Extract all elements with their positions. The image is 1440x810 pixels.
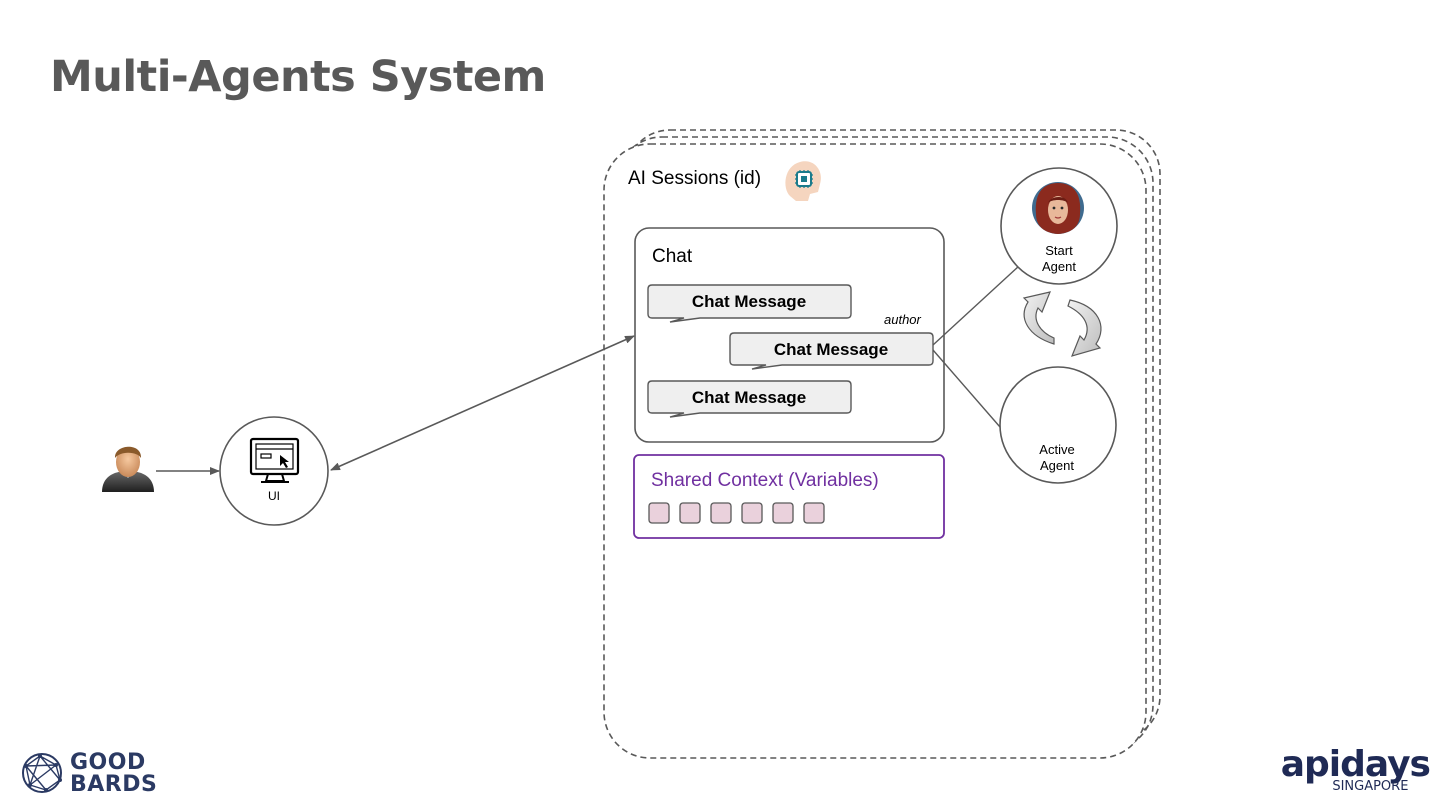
variable-slot xyxy=(710,502,732,524)
user-avatar-icon xyxy=(102,446,154,492)
variable-slot xyxy=(679,502,701,524)
variable-slot xyxy=(648,502,670,524)
connector-start-agent xyxy=(932,265,1020,346)
goodbards-logo-line2: BARDS xyxy=(70,772,158,797)
ui-chat-arrow xyxy=(330,335,635,471)
chat-label: Chat xyxy=(652,246,693,267)
goodbards-logo: GOOD BARDS xyxy=(70,752,157,796)
connector-active-agent xyxy=(932,349,1001,428)
variable-slots xyxy=(648,502,825,524)
start-agent-label: Start Agent xyxy=(1042,243,1076,274)
ai-chip-head-icon xyxy=(785,161,821,201)
chat-message-bubble xyxy=(647,380,852,418)
goodbards-globe-icon xyxy=(22,753,62,793)
computer-monitor-icon xyxy=(249,437,300,483)
apidays-logo: apidays SINGAPORE xyxy=(1280,744,1431,794)
cycle-arrows-icon xyxy=(1022,291,1102,357)
variable-slot xyxy=(741,502,763,524)
ai-sessions-label: AI Sessions (id) xyxy=(628,168,762,189)
chat-message-label: Chat Message xyxy=(691,388,807,407)
ui-label: UI xyxy=(268,489,280,503)
agent-portrait-icon xyxy=(1032,182,1084,234)
chat-message-bubble xyxy=(729,332,934,370)
chat-message-bubble xyxy=(647,284,852,323)
active-agent-node xyxy=(999,366,1117,484)
shared-context-label: Shared Context (Variables) xyxy=(651,470,879,491)
active-agent-label: Active Agent xyxy=(1039,442,1075,473)
apidays-logo-sub: SINGAPORE xyxy=(1332,779,1409,794)
author-label: author xyxy=(884,312,921,327)
variable-slot xyxy=(772,502,794,524)
apidays-logo-main: apidays xyxy=(1280,744,1431,785)
slide-title: Multi-Agents System xyxy=(50,52,546,102)
shared-context-box xyxy=(633,454,945,539)
chat-message-label: Chat Message xyxy=(691,292,807,311)
goodbards-logo-line1: GOOD xyxy=(70,750,146,775)
chat-message-label: Chat Message xyxy=(773,340,889,359)
variable-slot xyxy=(803,502,825,524)
